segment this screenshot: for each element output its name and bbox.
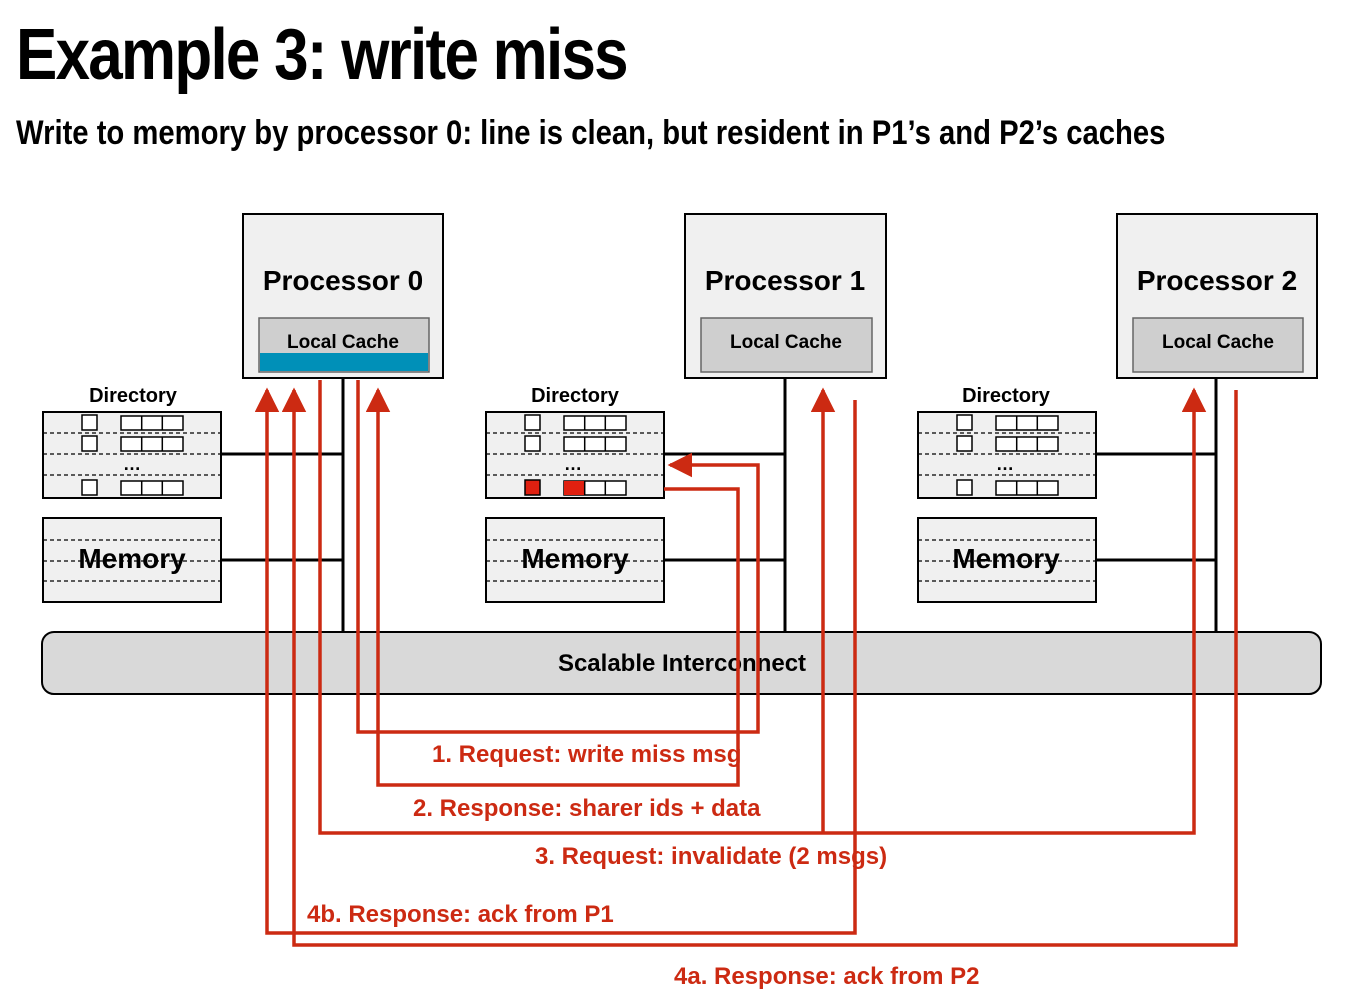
node-0: Processor 0 Local Cache Directory …	[42, 213, 444, 632]
directory-2-ellipsis: …	[996, 454, 1014, 474]
msg-4b-ack-p1-path	[254, 387, 857, 935]
directory-1-box: …	[485, 411, 665, 499]
memory-2-label: Memory	[952, 543, 1060, 574]
msg-4a-label: 4a. Response: ack from P2	[674, 963, 979, 990]
message-labels: 1. Request: write miss msg 2. Response: …	[307, 741, 979, 990]
msg-4b-label: 4b. Response: ack from P1	[307, 901, 614, 928]
node-1: Processor 1 Local Cache Directory …	[485, 213, 887, 632]
interconnect-label: Scalable Interconnect	[558, 650, 806, 677]
processor-1-label: Processor 1	[705, 265, 865, 296]
directory-1-ellipsis: …	[564, 454, 582, 474]
memory-1-box: Memory	[485, 517, 665, 603]
processor-0-cache-line-highlight	[260, 353, 428, 371]
page-subtitle: Write to memory by processor 0: line is …	[16, 114, 1166, 152]
directory-0-label: Directory	[89, 385, 178, 407]
processor-1-cache-label: Local Cache	[730, 332, 842, 353]
node-2: Processor 2 Local Cache Directory …	[917, 213, 1318, 632]
processor-2-label: Processor 2	[1137, 265, 1297, 296]
directory-2-box: …	[917, 411, 1097, 499]
directory-1-sharer-highlight	[564, 481, 585, 495]
msg-1-request-write-miss-path	[356, 380, 760, 734]
processor-0-cache-label: Local Cache	[287, 332, 399, 353]
msg-3-invalidate-to-p2-path	[318, 380, 1207, 835]
memory-2-box: Memory	[917, 517, 1097, 603]
msg-2-label: 2. Response: sharer ids + data	[413, 795, 761, 822]
processor-0-label: Processor 0	[263, 265, 423, 296]
msg-2-response-sharer-data-path	[365, 387, 740, 787]
directory-1-label: Directory	[531, 385, 620, 407]
message-paths	[254, 380, 1238, 947]
directory-0-box: …	[42, 411, 222, 499]
page-title: Example 3: write miss	[16, 15, 629, 95]
processor-1-cache	[700, 317, 873, 373]
processor-2-cache-label: Local Cache	[1162, 332, 1274, 353]
memory-1-label: Memory	[521, 543, 629, 574]
scalable-interconnect-bus	[41, 631, 1322, 695]
memory-0-box: Memory	[42, 517, 222, 603]
processor-2-cache	[1132, 317, 1304, 373]
directory-2-label: Directory	[962, 385, 1051, 407]
directory-1-dirty-bit-highlight	[524, 479, 541, 496]
memory-0-label: Memory	[78, 543, 186, 574]
msg-1-label: 1. Request: write miss msg	[432, 741, 741, 768]
msg-3-label: 3. Request: invalidate (2 msgs)	[535, 843, 887, 870]
msg-4a-ack-p2-path	[281, 387, 1238, 947]
directory-0-ellipsis: …	[123, 454, 141, 474]
